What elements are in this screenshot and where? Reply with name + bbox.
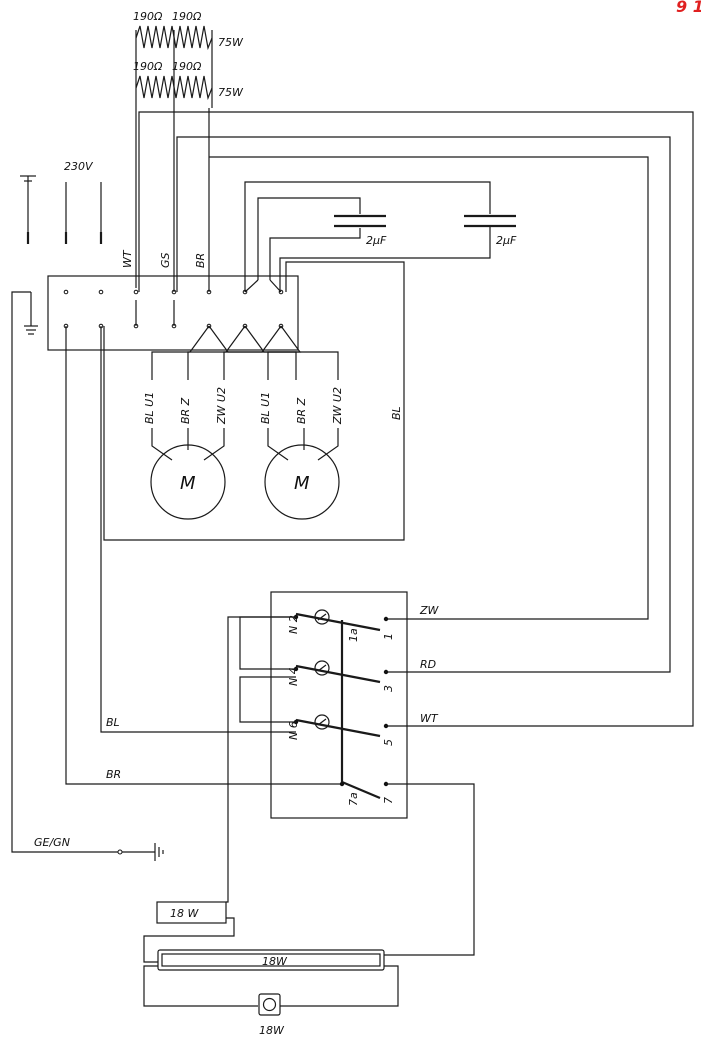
- resistor-top-power-label: 75W: [218, 36, 244, 49]
- switch-right-terminal-3: 3: [382, 685, 395, 692]
- motor-2-lead-1: BL U1: [259, 392, 272, 424]
- motor-1-lead-2: BR Z: [179, 397, 192, 424]
- ground-label: GE/GN: [34, 836, 70, 849]
- starter: [258, 993, 281, 1016]
- switch-inner-label-1a: 1a: [347, 628, 360, 642]
- capacitor-1-label: 2μF: [366, 234, 387, 247]
- switch-left-terminal-1: N 2: [287, 615, 300, 634]
- wire-label-gs: GS: [159, 252, 172, 268]
- switch-box: [270, 591, 408, 819]
- switch-left-terminal-3: N 6: [287, 721, 300, 740]
- switch-wire-zw: ZW: [419, 604, 440, 617]
- resistor-top-r2-label: 190Ω: [172, 10, 202, 23]
- ballast: [156, 901, 227, 924]
- wire-label-br-bottom: BR: [106, 768, 121, 781]
- starter-wires: [143, 965, 258, 1007]
- switch-wire-wt: WT: [420, 712, 439, 725]
- ballast-label: 18 W: [170, 907, 199, 920]
- upper-wiring: [103, 100, 694, 727]
- switch-inner-label-7a: 7a: [347, 792, 360, 806]
- resistor-top-r1-label: 190Ω: [133, 10, 163, 23]
- wire-label-wt: WT: [121, 249, 134, 268]
- ballast-wire: [143, 917, 235, 963]
- capacitor-2-label: 2μF: [496, 234, 517, 247]
- motor-1: BL U1 BR Z ZW U2 M: [143, 387, 228, 520]
- corner-mark: 9 1: [676, 0, 701, 16]
- switch-right-terminal-7: 7: [382, 797, 395, 804]
- tube-label: 18W: [262, 955, 288, 968]
- wire-label-bl-bottom: BL: [106, 716, 120, 729]
- motor-2: BL U1 BR Z ZW U2 M: [259, 387, 344, 520]
- resistor-bottom-r1-label: 190Ω: [133, 60, 163, 73]
- supply-voltage-label: 230V: [64, 160, 94, 173]
- capacitor-1: 2μF: [334, 214, 387, 247]
- switch-jumpers: [226, 616, 475, 956]
- supply-to-switch: BL BR: [65, 326, 342, 785]
- motor-1-lead-1: BL U1: [143, 392, 156, 424]
- switch-right-terminal-1: 1: [382, 633, 395, 640]
- fluorescent-tube: [157, 949, 385, 971]
- resistor-bottom-power-label: 75W: [218, 86, 244, 99]
- wire-label-bl-right: BL: [390, 406, 403, 420]
- starter-label: 18W: [259, 1024, 285, 1037]
- motor-2-lead-3: ZW U2: [331, 387, 344, 425]
- wire-label-br: BR: [194, 253, 207, 268]
- motor-2-lead-2: BR Z: [295, 397, 308, 424]
- terminal-block: [47, 275, 299, 351]
- switch-right-terminal-5: 5: [382, 739, 395, 746]
- switch-wire-rd: RD: [420, 658, 436, 671]
- motor-2-symbol: M: [294, 473, 310, 494]
- capacitor-2: 2μF: [464, 214, 517, 247]
- resistor-bottom-r2-label: 190Ω: [172, 60, 202, 73]
- supply: 230V: [20, 160, 103, 244]
- resistor-bank: 190Ω 190Ω 75W 190Ω 190Ω 75W: [133, 10, 244, 288]
- motor-lead-crossing: [151, 325, 339, 380]
- motor-1-lead-3: ZW U2: [215, 387, 228, 425]
- switch-contacts: [293, 609, 389, 800]
- motor-1-symbol: M: [180, 473, 196, 494]
- ground-wiring: GE/GN: [11, 291, 164, 861]
